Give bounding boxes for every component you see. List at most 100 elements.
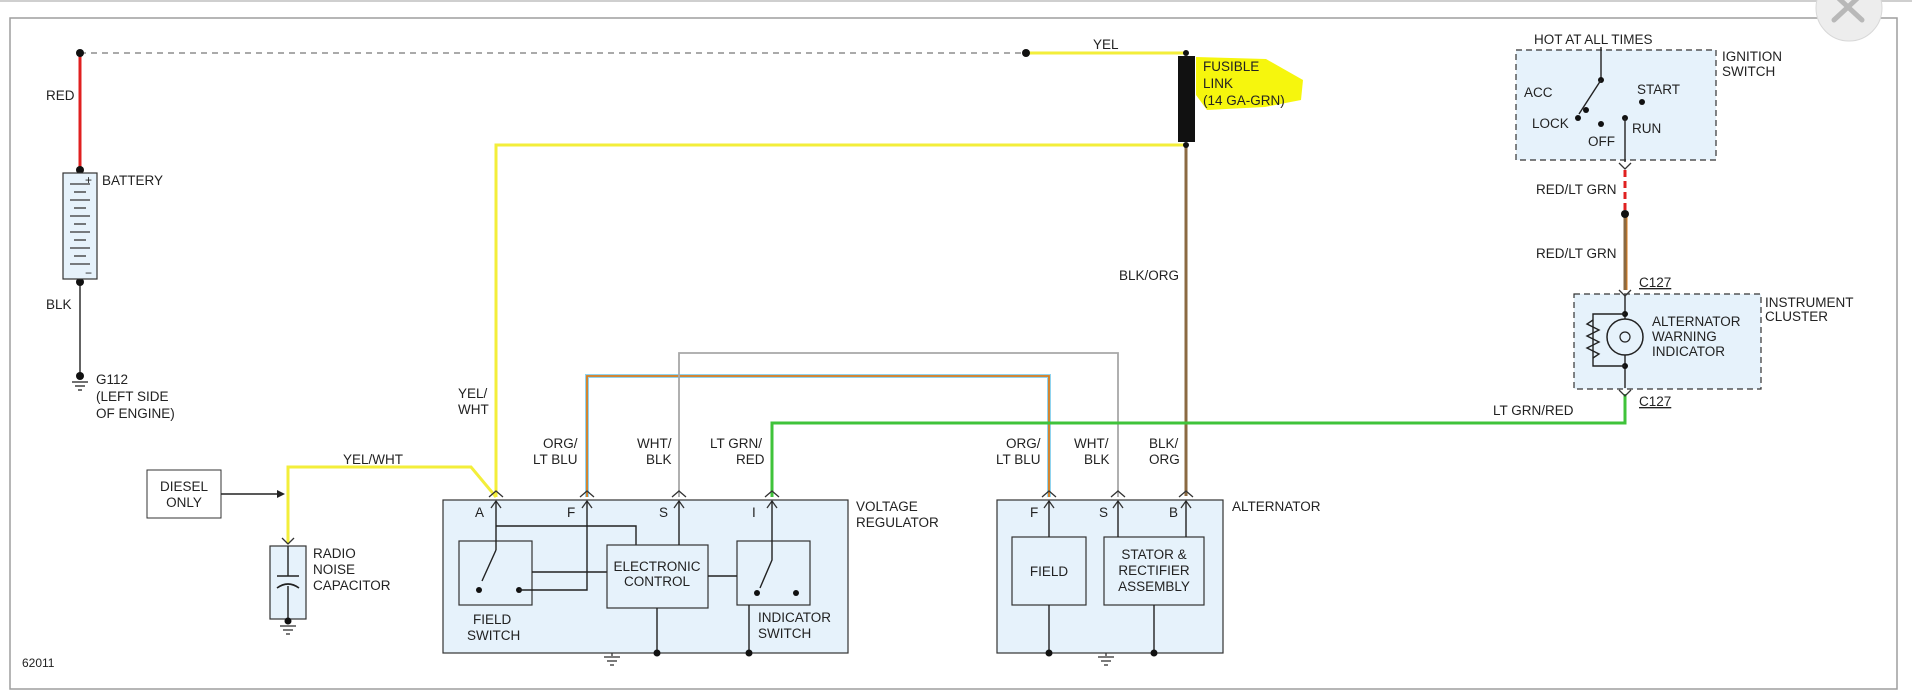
ground-label-3: OF ENGINE) bbox=[96, 406, 175, 421]
bus-node-left bbox=[76, 49, 84, 57]
fusible-link: FUSIBLE LINK (14 GA-GRN) bbox=[1178, 50, 1303, 148]
contact-start bbox=[1639, 99, 1645, 105]
wire-label-wht-blk-alt-1: WHT/ bbox=[1074, 436, 1109, 451]
voltage-regulator: A F S I ELECTRONIC CONTROL FIELD bbox=[442, 490, 849, 666]
ground-symbol-g112 bbox=[72, 372, 88, 391]
wire-yel-wht-main bbox=[494, 143, 1186, 497]
diesel-only-note: DIESEL ONLY bbox=[146, 469, 285, 519]
alternator-terminal-f: F bbox=[1030, 505, 1038, 520]
wires bbox=[78, 51, 1628, 544]
instrument-cluster: ALTERNATOR WARNING INDICATOR bbox=[1573, 289, 1762, 397]
stator-label-2: RECTIFIER bbox=[1118, 563, 1190, 578]
stator-label-1: STATOR & bbox=[1121, 547, 1186, 562]
splice-node bbox=[1621, 210, 1629, 218]
fusible-link-top-node bbox=[1183, 50, 1189, 56]
wire-label-org-lt-blu-alt-2: LT BLU bbox=[996, 452, 1041, 467]
ignition-acc-label: ACC bbox=[1524, 85, 1553, 100]
regulator-terminal-a: A bbox=[475, 505, 484, 520]
electronic-control-box bbox=[606, 544, 709, 609]
capacitor-connector-chevron bbox=[281, 537, 295, 545]
battery-minus-label: − bbox=[85, 266, 92, 280]
ignition-switch: ACC START LOCK RUN OFF bbox=[1515, 47, 1717, 170]
battery: + − bbox=[62, 172, 98, 280]
field-switch-box bbox=[458, 540, 533, 606]
arrow-right-icon bbox=[277, 490, 285, 498]
alternator-terminal-s: S bbox=[1099, 505, 1108, 520]
field-switch-wire-f bbox=[519, 501, 588, 591]
ignition-switch-label-2: SWITCH bbox=[1722, 64, 1775, 79]
wire-org-lt-blu-inner bbox=[586, 375, 1050, 497]
wire-label-red: RED bbox=[46, 88, 75, 103]
ignition-connector-chevron bbox=[1618, 162, 1632, 170]
regulator-terminal-i: I bbox=[752, 505, 756, 520]
contact-off bbox=[1598, 121, 1604, 127]
radio-noise-capacitor: RADIO NOISE CAPACITOR bbox=[269, 537, 391, 635]
diesel-only-label-1: DIESEL bbox=[160, 479, 209, 494]
fusible-link-element bbox=[1178, 56, 1195, 142]
field-switch-contact-left bbox=[476, 587, 482, 593]
battery-label: BATTERY bbox=[102, 173, 163, 188]
fusible-link-bottom-node bbox=[1183, 142, 1189, 148]
hot-at-all-times-label: HOT AT ALL TIMES bbox=[1534, 32, 1653, 47]
regulator-ground-icon bbox=[604, 653, 620, 666]
wire-label-yel: YEL bbox=[1093, 37, 1119, 52]
ground-label: G112 (LEFT SIDE OF ENGINE) bbox=[96, 372, 175, 421]
wire-lt-grn-red bbox=[770, 394, 1627, 497]
wire-label-wht-blk-reg-2: BLK bbox=[646, 452, 672, 467]
field-switch-label-2: SWITCH bbox=[467, 628, 520, 643]
indicator-switch-label-2: SWITCH bbox=[758, 626, 811, 641]
regulator-terminal-f: F bbox=[567, 505, 575, 520]
wire-label-org-lt-blu-reg-2: LT BLU bbox=[533, 452, 578, 467]
indicator-switch-box bbox=[736, 540, 811, 606]
indicator-switch-contact-right bbox=[793, 590, 799, 596]
fusible-link-label-1: FUSIBLE bbox=[1203, 59, 1259, 74]
stator-label-3: ASSEMBLY bbox=[1118, 579, 1190, 594]
wire-label-wht-blk-reg-1: WHT/ bbox=[637, 436, 672, 451]
warning-indicator-label-1: ALTERNATOR bbox=[1652, 314, 1741, 329]
field-label: FIELD bbox=[1030, 564, 1069, 579]
wire-label-blk: BLK bbox=[46, 297, 72, 312]
ignition-lock-label: LOCK bbox=[1532, 116, 1569, 131]
instrument-cluster-label-1: INSTRUMENT bbox=[1765, 295, 1854, 310]
capacitor-label-1: RADIO bbox=[313, 546, 356, 561]
wire-label-blk-org: BLK/ORG bbox=[1119, 268, 1179, 283]
close-icon bbox=[1831, 0, 1865, 23]
battery-plates bbox=[70, 183, 90, 265]
field-switch-label-1: FIELD bbox=[473, 612, 512, 627]
fusible-link-highlight bbox=[1196, 57, 1303, 110]
diesel-only-label-2: ONLY bbox=[166, 495, 202, 510]
capacitor-ground-icon bbox=[280, 625, 296, 635]
ground-label-1: G112 bbox=[96, 372, 128, 387]
wire-label-red-lt-grn-upper: RED/LT GRN bbox=[1536, 182, 1617, 197]
regulator-ground-node-2 bbox=[745, 649, 753, 657]
ground-label-2: (LEFT SIDE bbox=[96, 389, 169, 404]
ignition-off-label: OFF bbox=[1588, 134, 1615, 149]
regulator-ground-node-1 bbox=[653, 649, 661, 657]
c127-bottom-chevron bbox=[1618, 389, 1632, 397]
capacitor-ground-node bbox=[284, 617, 292, 625]
wire-label-lt-grn-red-split-2: RED bbox=[736, 452, 765, 467]
indicator-switch-contact-left bbox=[754, 590, 760, 596]
instrument-cluster-box bbox=[1573, 293, 1762, 390]
wire-label-yel-wht-split-1: YEL/ bbox=[458, 386, 488, 401]
alternator: F S B FIELD STATOR & RECTIFIER ASSEMBLY bbox=[996, 490, 1224, 666]
regulator-terminal-s: S bbox=[659, 505, 668, 520]
fusible-link-label-3: (14 GA-GRN) bbox=[1203, 93, 1285, 108]
wire-label-org-lt-blu-reg-1: ORG/ bbox=[543, 436, 578, 451]
alternator-ground-node-1 bbox=[1045, 649, 1053, 657]
resistor-icon bbox=[1585, 319, 1601, 359]
close-button[interactable] bbox=[1815, 0, 1883, 42]
wire-label-lt-grn-red-split-1: LT GRN/ bbox=[710, 436, 762, 451]
bus-node-right bbox=[1022, 49, 1030, 57]
wire-label-lt-grn-red: LT GRN/RED bbox=[1493, 403, 1574, 418]
voltage-regulator-label-2: REGULATOR bbox=[856, 515, 939, 530]
alternator-ground-icon bbox=[1098, 653, 1114, 666]
wire-label-blk-org-alt-2: ORG bbox=[1149, 452, 1180, 467]
ignition-start-label: START bbox=[1637, 82, 1680, 97]
indicator-switch-blade bbox=[759, 501, 773, 589]
ignition-run-label: RUN bbox=[1632, 121, 1661, 136]
battery-negative-node bbox=[76, 278, 84, 286]
fusible-link-label-2: LINK bbox=[1203, 76, 1233, 91]
regulator-connectors bbox=[488, 490, 780, 498]
